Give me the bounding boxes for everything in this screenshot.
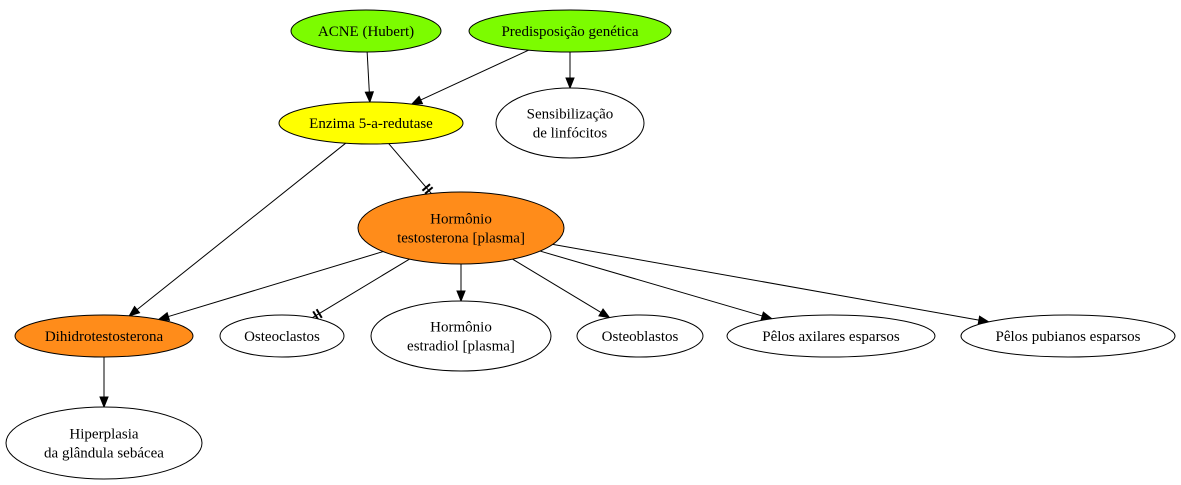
- node-label: Predisposição genética: [501, 24, 638, 40]
- edges-layer: [99, 49, 991, 409]
- node-ellipse: [495, 87, 645, 159]
- node-label: Hiperplasia: [69, 427, 138, 443]
- node-ellipse: [726, 314, 936, 358]
- node-estradiol: Hormônio estradiol [plasma]: [370, 300, 552, 372]
- node-label: Hormônio: [430, 320, 492, 336]
- node-ellipse: [278, 101, 464, 145]
- edge-acne-to-enzima: [364, 51, 375, 104]
- arrow-head: [565, 77, 575, 90]
- edge-line: [539, 250, 763, 317]
- arrow-head: [598, 308, 611, 319]
- node-label: Pêlos pubianos esparsos: [996, 329, 1141, 345]
- nodes-layer: ACNE (Hubert) Predisposição genéticaEnzim…: [5, 9, 1176, 480]
- edge-line: [388, 143, 432, 194]
- node-ellipse: [370, 300, 552, 372]
- arrow-head: [99, 396, 109, 409]
- node-label: Enzima 5-a-redutase: [309, 116, 433, 132]
- arrow-head: [410, 95, 424, 105]
- node-enzima: Enzima 5-a-redutase: [278, 101, 464, 145]
- arrow-head: [128, 305, 141, 317]
- edge-predisp-to-sensib: [565, 52, 575, 90]
- edge-testo-to-osteoblastos: [512, 258, 611, 319]
- node-axilares: Pêlos axilares esparsos: [726, 314, 936, 358]
- node-ellipse: [357, 191, 565, 265]
- edge-line: [312, 258, 410, 319]
- node-label: testosterona [plasma]: [397, 231, 525, 247]
- arrow-head: [157, 311, 171, 321]
- edge-predisp-to-enzima: [410, 49, 529, 105]
- node-label: Pêlos axilares esparsos: [762, 329, 900, 345]
- node-label: Osteoclastos: [244, 329, 320, 345]
- arrow-head: [456, 290, 466, 303]
- node-ellipse: [960, 314, 1176, 358]
- inhibit-bar: [421, 183, 431, 192]
- node-osteoclastos: Osteoclastos: [219, 314, 345, 358]
- node-label: Hormônio: [430, 212, 492, 228]
- edge-dht-to-hiperplasia: [99, 357, 109, 409]
- node-ellipse: [576, 314, 704, 358]
- node-ellipse: [5, 406, 203, 480]
- edge-testo-to-dht: [157, 251, 384, 321]
- edge-line: [168, 251, 384, 318]
- node-label: Sensibilização: [527, 107, 614, 123]
- node-ellipse: [219, 314, 345, 358]
- inhibit-bar: [315, 308, 323, 319]
- node-label: Dihidrotestosterona: [45, 329, 164, 345]
- edge-line: [136, 142, 347, 311]
- edge-enzima-to-dht: [128, 142, 347, 317]
- edge-line: [366, 51, 370, 93]
- edge-line: [420, 49, 529, 101]
- edge-line: [552, 243, 979, 321]
- edge-testo-to-pubianos: [552, 243, 991, 325]
- node-ellipse: [14, 314, 194, 358]
- node-testo: Hormônio testosterona [plasma]: [357, 191, 565, 265]
- edge-testo-to-axilares: [539, 250, 774, 321]
- node-osteoblastos: Osteoblastos: [576, 314, 704, 358]
- node-label: estradiol [plasma]: [407, 339, 515, 355]
- node-hiperplasia: Hiperplasia da glândula sebácea: [5, 406, 203, 480]
- arrow-head: [364, 91, 375, 104]
- node-label: da glândula sebácea: [44, 446, 164, 462]
- node-dht: Dihidrotestosterona: [14, 314, 194, 358]
- inhibit-bar: [424, 186, 434, 195]
- node-sensib: Sensibilização de linfócitos: [495, 87, 645, 159]
- node-label: Osteoblastos: [602, 329, 679, 345]
- node-ellipse: [468, 9, 672, 53]
- node-label: ACNE (Hubert): [318, 24, 414, 40]
- edge-testo-to-estradiol: [456, 264, 466, 303]
- node-acne: ACNE (Hubert): [290, 9, 442, 53]
- node-pubianos: Pêlos pubianos esparsos: [960, 314, 1176, 358]
- node-predisp: Predisposição genética: [468, 9, 672, 53]
- node-ellipse: [290, 9, 442, 53]
- edge-line: [512, 258, 602, 313]
- node-label: de linfócitos: [533, 126, 608, 142]
- edge-enzima-to-testo: [388, 143, 434, 195]
